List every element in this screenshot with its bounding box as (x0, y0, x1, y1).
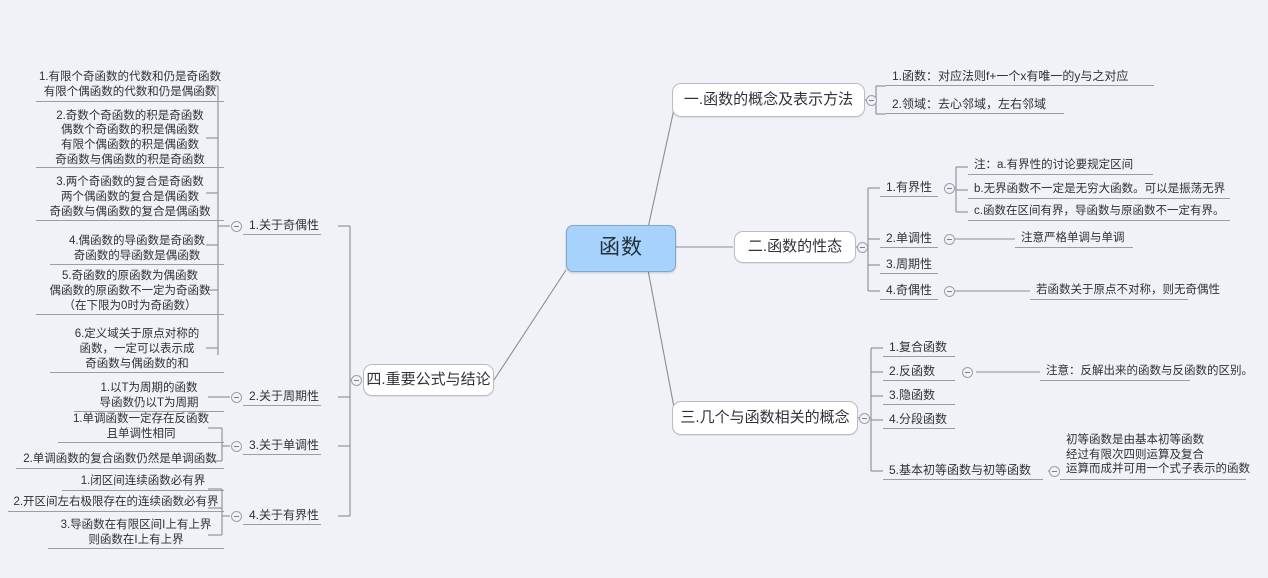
parity-item-5-label: 5.奇函数的原函数为偶函数 偶函数的原函数不一定为奇函数 （在下限为0时为奇函数… (49, 270, 211, 312)
monotone-item-1[interactable]: 1.单调函数一定存在反函数 且单调性相同 (58, 412, 224, 443)
b4-child-2-label: 2.关于周期性 (249, 388, 320, 403)
branch-node-4[interactable]: 四.重要公式与结论 (363, 364, 494, 396)
b3-child-3-label: 3.隐函数 (889, 387, 936, 402)
b3-child-2-label: 2.反函数 (889, 363, 936, 378)
b4-child-2[interactable]: 2.关于周期性 (243, 389, 321, 406)
branch-node-3[interactable]: 三.几个与函数相关的概念 (672, 401, 858, 435)
bounded-item-3[interactable]: 3.导函数在有限区间I上有上界 则函数在I上有上界 (48, 518, 224, 549)
parity-item-2-label: 2.奇数个奇函数的积是奇函数 偶数个奇函数的积是偶函数 有限个偶函数的积是偶函数… (55, 109, 205, 166)
collapse-toggle-branch-2[interactable] (857, 242, 868, 253)
parity-item-1-label: 1.有限个奇函数的代数和仍是奇函数 有限个偶函数的代数和仍是偶函数 (38, 71, 222, 98)
b3-child-3[interactable]: 3.隐函数 (883, 388, 955, 405)
b3-child-5[interactable]: 5.基本初等函数与初等函数 (883, 463, 1043, 480)
b3-note-elementary[interactable]: 初等函数是由基本初等函数 经过有限次四则运算及复合 运算而成并可用一个式子表示的… (1060, 434, 1250, 480)
b2-note-bounded-a-label: 注：a.有界性的讨论要规定区间 (974, 159, 1134, 172)
parity-item-6-label: 6.定义域关于原点对称的 函数，一定可以表示成 奇函数与偶函数的和 (74, 328, 200, 370)
b2-child-4-label: 4.奇偶性 (886, 282, 933, 297)
b2-note-bounded-c-label: c.函数在区间有界，导函数与原函数不一定有界。 (974, 205, 1225, 218)
b3-child-2[interactable]: 2.反函数 (883, 364, 955, 381)
branch-node-1[interactable]: 一.函数的概念及表示方法 (672, 83, 865, 117)
b1-child-1[interactable]: 1.函数：对应法则f+一个x有唯一的y与之对应 (886, 69, 1154, 86)
bounded-item-3-label: 3.导函数在有限区间I上有上界 则函数在I上有上界 (60, 518, 212, 546)
b2-child-1[interactable]: 1.有界性 (880, 180, 938, 197)
b2-note-bounded-b-label: b.无界函数不一定是无穷大函数。可以是振荡无界 (974, 183, 1226, 196)
b2-child-4[interactable]: 4.奇偶性 (880, 283, 938, 300)
b2-note-parity-label: 若函数关于原点不对称，则无奇偶性 (1036, 284, 1220, 297)
b2-child-3[interactable]: 3.周期性 (880, 257, 938, 274)
parity-item-3[interactable]: 3.两个奇函数的复合是奇函数 两个偶函数的复合是偶函数 奇函数与偶函数的复合是偶… (36, 176, 224, 221)
parity-item-3-label: 3.两个奇函数的复合是奇函数 两个偶函数的复合是偶函数 奇函数与偶函数的复合是偶… (49, 176, 211, 218)
b1-child-2[interactable]: 2.领域：去心邻域，左右邻域 (886, 97, 1064, 114)
b4-child-4[interactable]: 4.关于有界性 (243, 508, 321, 525)
b4-child-1[interactable]: 1.关于奇偶性 (243, 218, 321, 235)
collapse-toggle-b4-period[interactable] (231, 392, 242, 403)
branch-label-3: 三.几个与函数相关的概念 (680, 409, 850, 427)
bounded-item-2-label: 2.开区间左右极限存在的连续函数必有界 (13, 496, 219, 509)
b2-child-3-label: 3.周期性 (886, 256, 933, 271)
collapse-toggle-b4-parity[interactable] (231, 221, 242, 232)
parity-item-2[interactable]: 2.奇数个奇函数的积是奇函数 偶数个奇函数的积是偶函数 有限个偶函数的积是偶函数… (36, 110, 224, 168)
bounded-item-1-label: 1.闭区间连续函数必有界 (80, 475, 206, 488)
parity-item-6[interactable]: 6.定义域关于原点对称的 函数，一定可以表示成 奇函数与偶函数的和 (50, 328, 224, 373)
b3-child-1[interactable]: 1.复合函数 (883, 340, 955, 357)
collapse-toggle-elementary[interactable] (1049, 466, 1060, 477)
b3-child-4[interactable]: 4.分段函数 (883, 412, 955, 429)
b3-child-4-label: 4.分段函数 (889, 411, 948, 426)
b2-child-1-label: 1.有界性 (886, 179, 933, 194)
collapse-toggle-branch-3[interactable] (859, 413, 870, 424)
period-item-1-label: 1.以T为周期的函数 导函数仍以T为周期 (99, 381, 199, 409)
b3-child-1-label: 1.复合函数 (889, 339, 948, 354)
parity-item-4-label: 4.偶函数的导函数是奇函数 奇函数的导函数是偶函数 (68, 234, 206, 262)
branch-label-2: 二.函数的性态 (747, 238, 843, 256)
b2-note-monotone-label: 注意严格单调与单调 (1021, 232, 1125, 245)
parity-item-1[interactable]: 1.有限个奇函数的代数和仍是奇函数 有限个偶函数的代数和仍是偶函数 (36, 70, 224, 102)
root-node[interactable]: 函数 (566, 225, 676, 272)
bounded-item-1[interactable]: 1.闭区间连续函数必有界 (62, 474, 224, 491)
branch-label-1: 一.函数的概念及表示方法 (683, 91, 854, 109)
monotone-item-2-label: 2.单调函数的复合函数仍然是单调函数 (23, 453, 217, 466)
period-item-1[interactable]: 1.以T为周期的函数 导函数仍以T为周期 (74, 381, 224, 412)
collapse-toggle-monotone[interactable] (944, 234, 955, 245)
b1-child-1-label: 1.函数：对应法则f+一个x有唯一的y与之对应 (892, 68, 1129, 83)
collapse-toggle-bounded[interactable] (944, 183, 955, 194)
b4-child-1-label: 1.关于奇偶性 (249, 217, 320, 232)
b3-note-elementary-label: 初等函数是由基本初等函数 经过有限次四则运算及复合 运算而成并可用一个式子表示的… (1066, 433, 1250, 476)
collapse-toggle-b4-bounded[interactable] (231, 511, 242, 522)
b2-note-monotone[interactable]: 注意严格单调与单调 (1015, 231, 1133, 248)
b4-child-4-label: 4.关于有界性 (249, 507, 320, 522)
b3-note-inverse[interactable]: 注意：反解出来的函数与反函数的区别。 (1040, 364, 1253, 381)
bounded-item-2[interactable]: 2.开区间左右极限存在的连续函数必有界 (8, 495, 224, 512)
collapse-toggle-branch-1[interactable] (866, 95, 877, 106)
b2-note-bounded-b[interactable]: b.无界函数不一定是无穷大函数。可以是振荡无界 (968, 182, 1230, 199)
b2-child-2-label: 2.单调性 (886, 230, 933, 245)
root-label: 函数 (599, 236, 643, 260)
b4-child-3-label: 3.关于单调性 (249, 437, 320, 452)
collapse-toggle-branch-4[interactable] (351, 375, 362, 386)
branch-label-4: 四.重要公式与结论 (366, 371, 491, 389)
monotone-item-2[interactable]: 2.单调函数的复合函数仍然是单调函数 (16, 452, 224, 469)
parity-item-5[interactable]: 5.奇函数的原函数为偶函数 偶函数的原函数不一定为奇函数 （在下限为0时为奇函数… (36, 270, 224, 315)
b2-note-parity[interactable]: 若函数关于原点不对称，则无奇偶性 (1030, 283, 1220, 300)
collapse-toggle-parity-note[interactable] (944, 286, 955, 297)
branch-node-2[interactable]: 二.函数的性态 (734, 231, 856, 263)
b2-child-2[interactable]: 2.单调性 (880, 231, 938, 248)
b2-note-bounded-a[interactable]: 注：a.有界性的讨论要规定区间 (968, 158, 1153, 175)
b1-child-2-label: 2.领域：去心邻域，左右邻域 (892, 96, 1047, 111)
parity-item-4[interactable]: 4.偶函数的导函数是奇函数 奇函数的导函数是偶函数 (50, 234, 224, 265)
b4-child-3[interactable]: 3.关于单调性 (243, 438, 321, 455)
collapse-toggle-b4-monotone[interactable] (231, 441, 242, 452)
b3-note-inverse-label: 注意：反解出来的函数与反函数的区别。 (1046, 365, 1253, 378)
monotone-item-1-label: 1.单调函数一定存在反函数 且单调性相同 (72, 412, 210, 440)
collapse-toggle-inverse[interactable] (962, 367, 973, 378)
b3-child-5-label: 5.基本初等函数与初等函数 (889, 462, 1032, 477)
b2-note-bounded-c[interactable]: c.函数在区间有界，导函数与原函数不一定有界。 (968, 204, 1230, 221)
